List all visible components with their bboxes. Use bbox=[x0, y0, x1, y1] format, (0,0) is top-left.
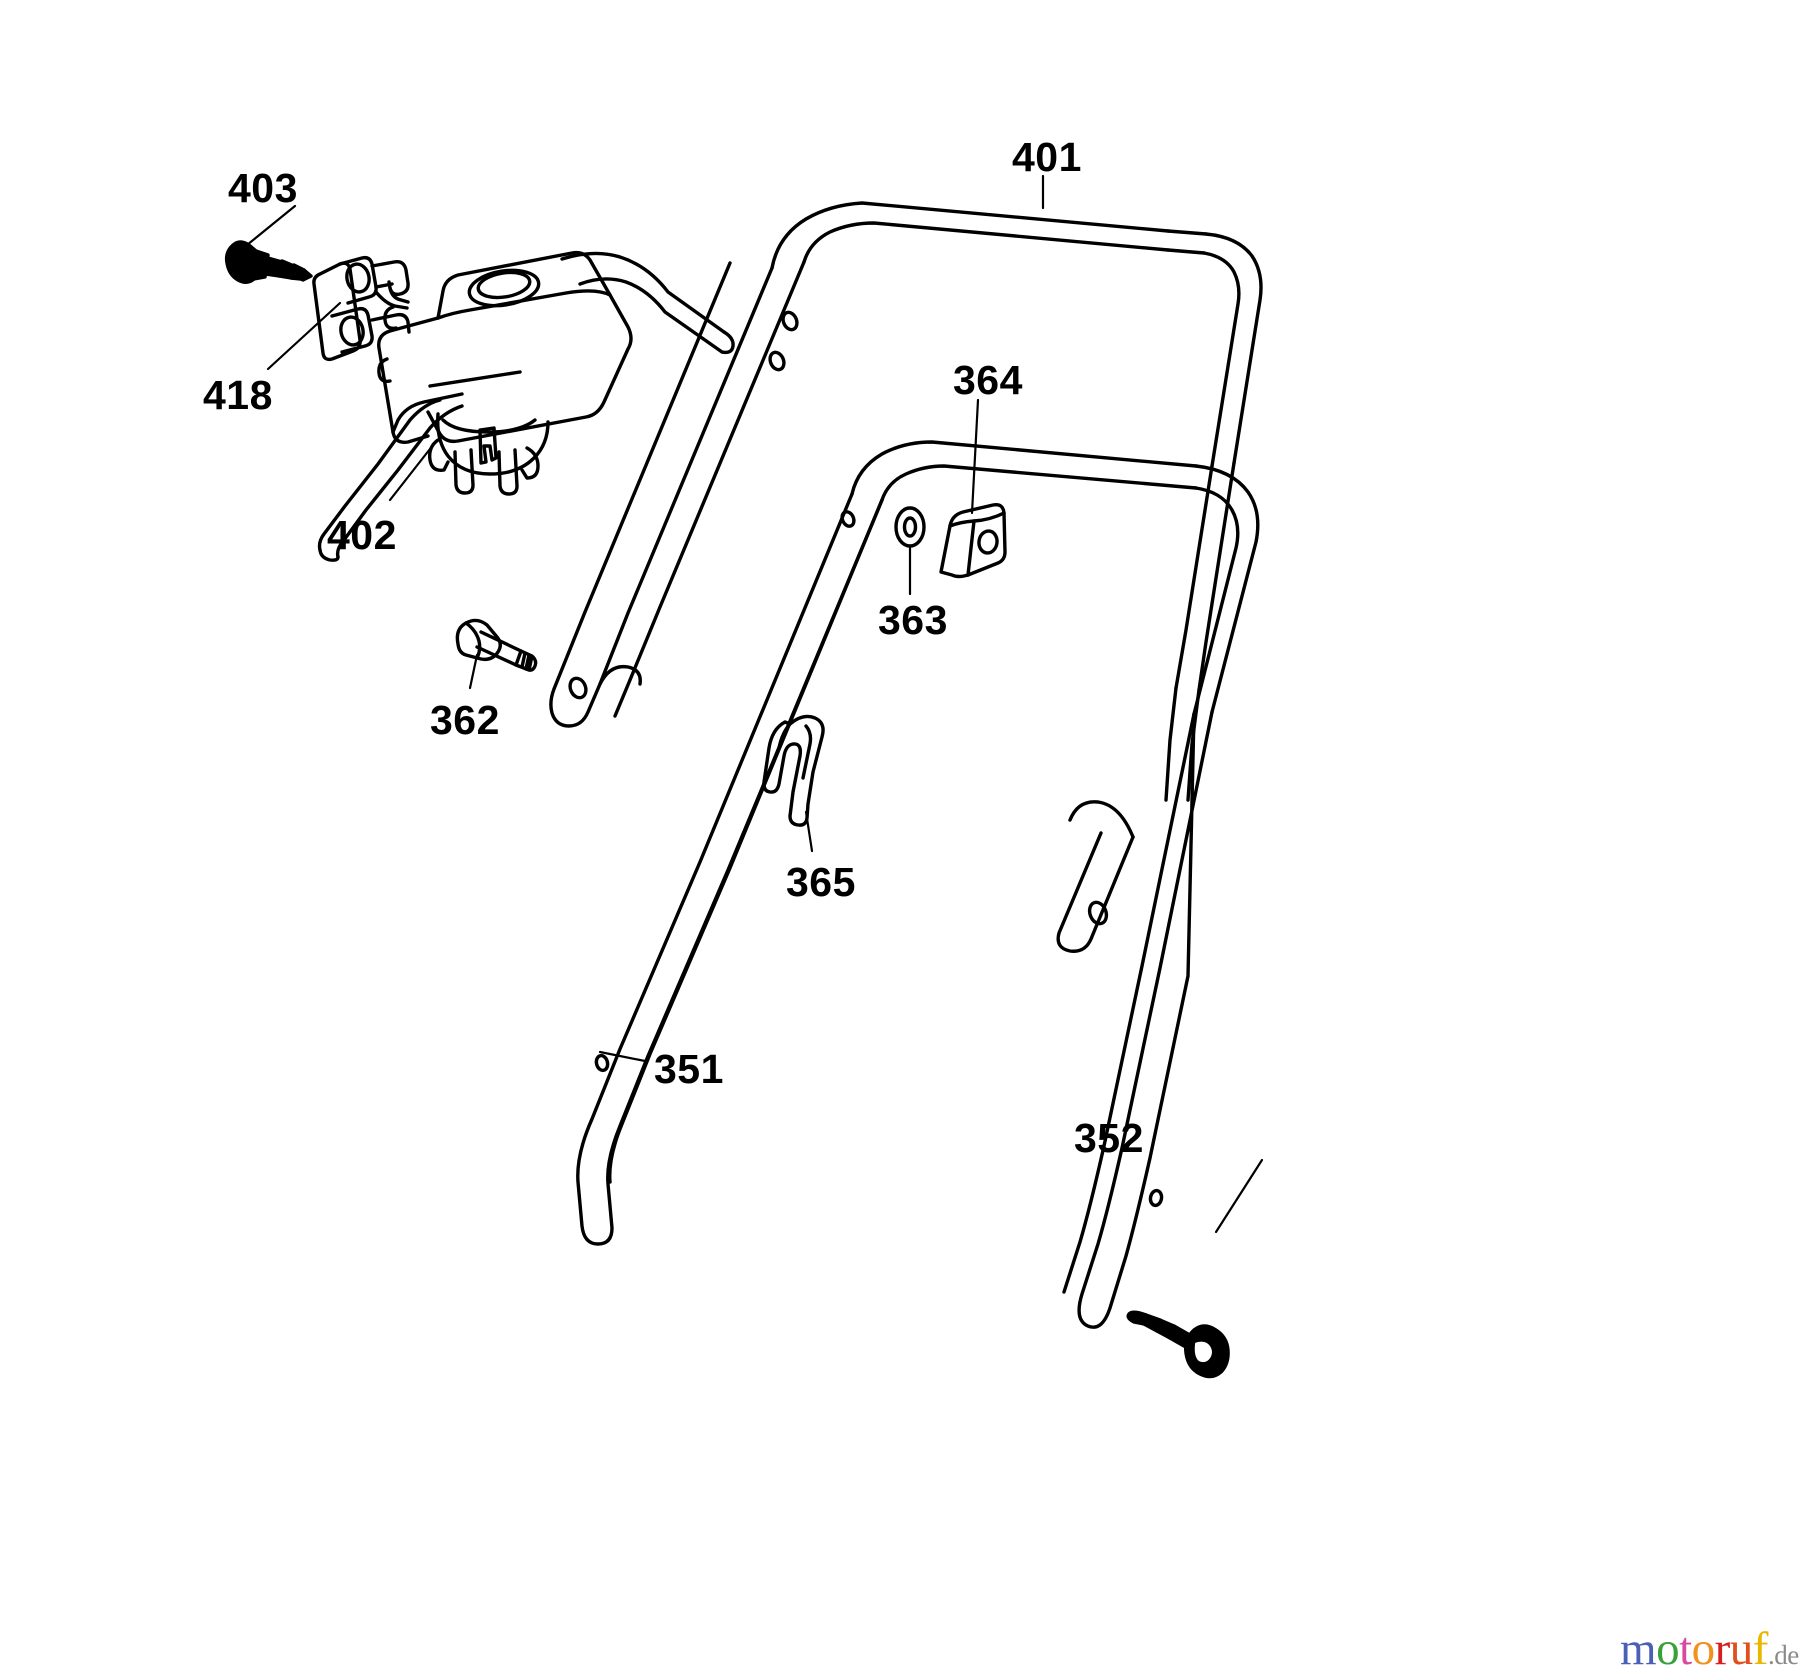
watermark-letter-f: f bbox=[1752, 1623, 1769, 1675]
watermark-letter-t: t bbox=[1679, 1623, 1692, 1675]
leader-362 bbox=[468, 653, 479, 690]
callout-351: 351 bbox=[654, 1046, 724, 1092]
callout-402: 402 bbox=[327, 512, 397, 558]
callout-362: 362 bbox=[430, 697, 500, 743]
callout-352: 352 bbox=[1074, 1115, 1144, 1161]
part-352-screw bbox=[1126, 1310, 1230, 1379]
part-364-handle-knob bbox=[939, 502, 1007, 579]
part-401-right-leg-end bbox=[1056, 800, 1135, 953]
part-402-switch-assembly bbox=[317, 250, 735, 562]
leader-365 bbox=[804, 810, 814, 853]
leader-364 bbox=[970, 398, 980, 515]
part-418-cable-clamp bbox=[312, 255, 411, 362]
part-351-lower-handle-bar bbox=[576, 440, 1260, 1329]
motoruf-watermark-logo: motoruf.de bbox=[1620, 1626, 1799, 1673]
watermark-letter-o1: o bbox=[1656, 1623, 1680, 1675]
part-365-cable-clip bbox=[762, 714, 825, 827]
callout-401: 401 bbox=[1012, 134, 1082, 180]
callout-365: 365 bbox=[786, 859, 856, 905]
part-403-screw bbox=[224, 240, 313, 284]
callout-403: 403 bbox=[228, 165, 298, 211]
watermark-letter-u: u bbox=[1729, 1623, 1754, 1675]
watermark-suffix: .de bbox=[1767, 1640, 1799, 1670]
leader-351 bbox=[598, 1050, 647, 1063]
callout-363: 363 bbox=[878, 597, 948, 643]
callout-364: 364 bbox=[953, 357, 1023, 403]
leader-352 bbox=[1214, 1158, 1264, 1234]
part-401-upper-handle-bar bbox=[549, 201, 1263, 802]
leader-403 bbox=[245, 204, 297, 247]
watermark-letter-r: r bbox=[1714, 1623, 1731, 1675]
part-363-washer bbox=[894, 506, 926, 548]
watermark-letter-o2: o bbox=[1691, 1623, 1716, 1675]
part-362-carriage-bolt bbox=[455, 618, 538, 672]
callout-leader-lines bbox=[245, 174, 1264, 1234]
leader-418 bbox=[266, 301, 342, 371]
leader-402 bbox=[388, 438, 439, 502]
watermark-letter-m: m bbox=[1620, 1623, 1657, 1675]
callout-418: 418 bbox=[203, 372, 273, 418]
